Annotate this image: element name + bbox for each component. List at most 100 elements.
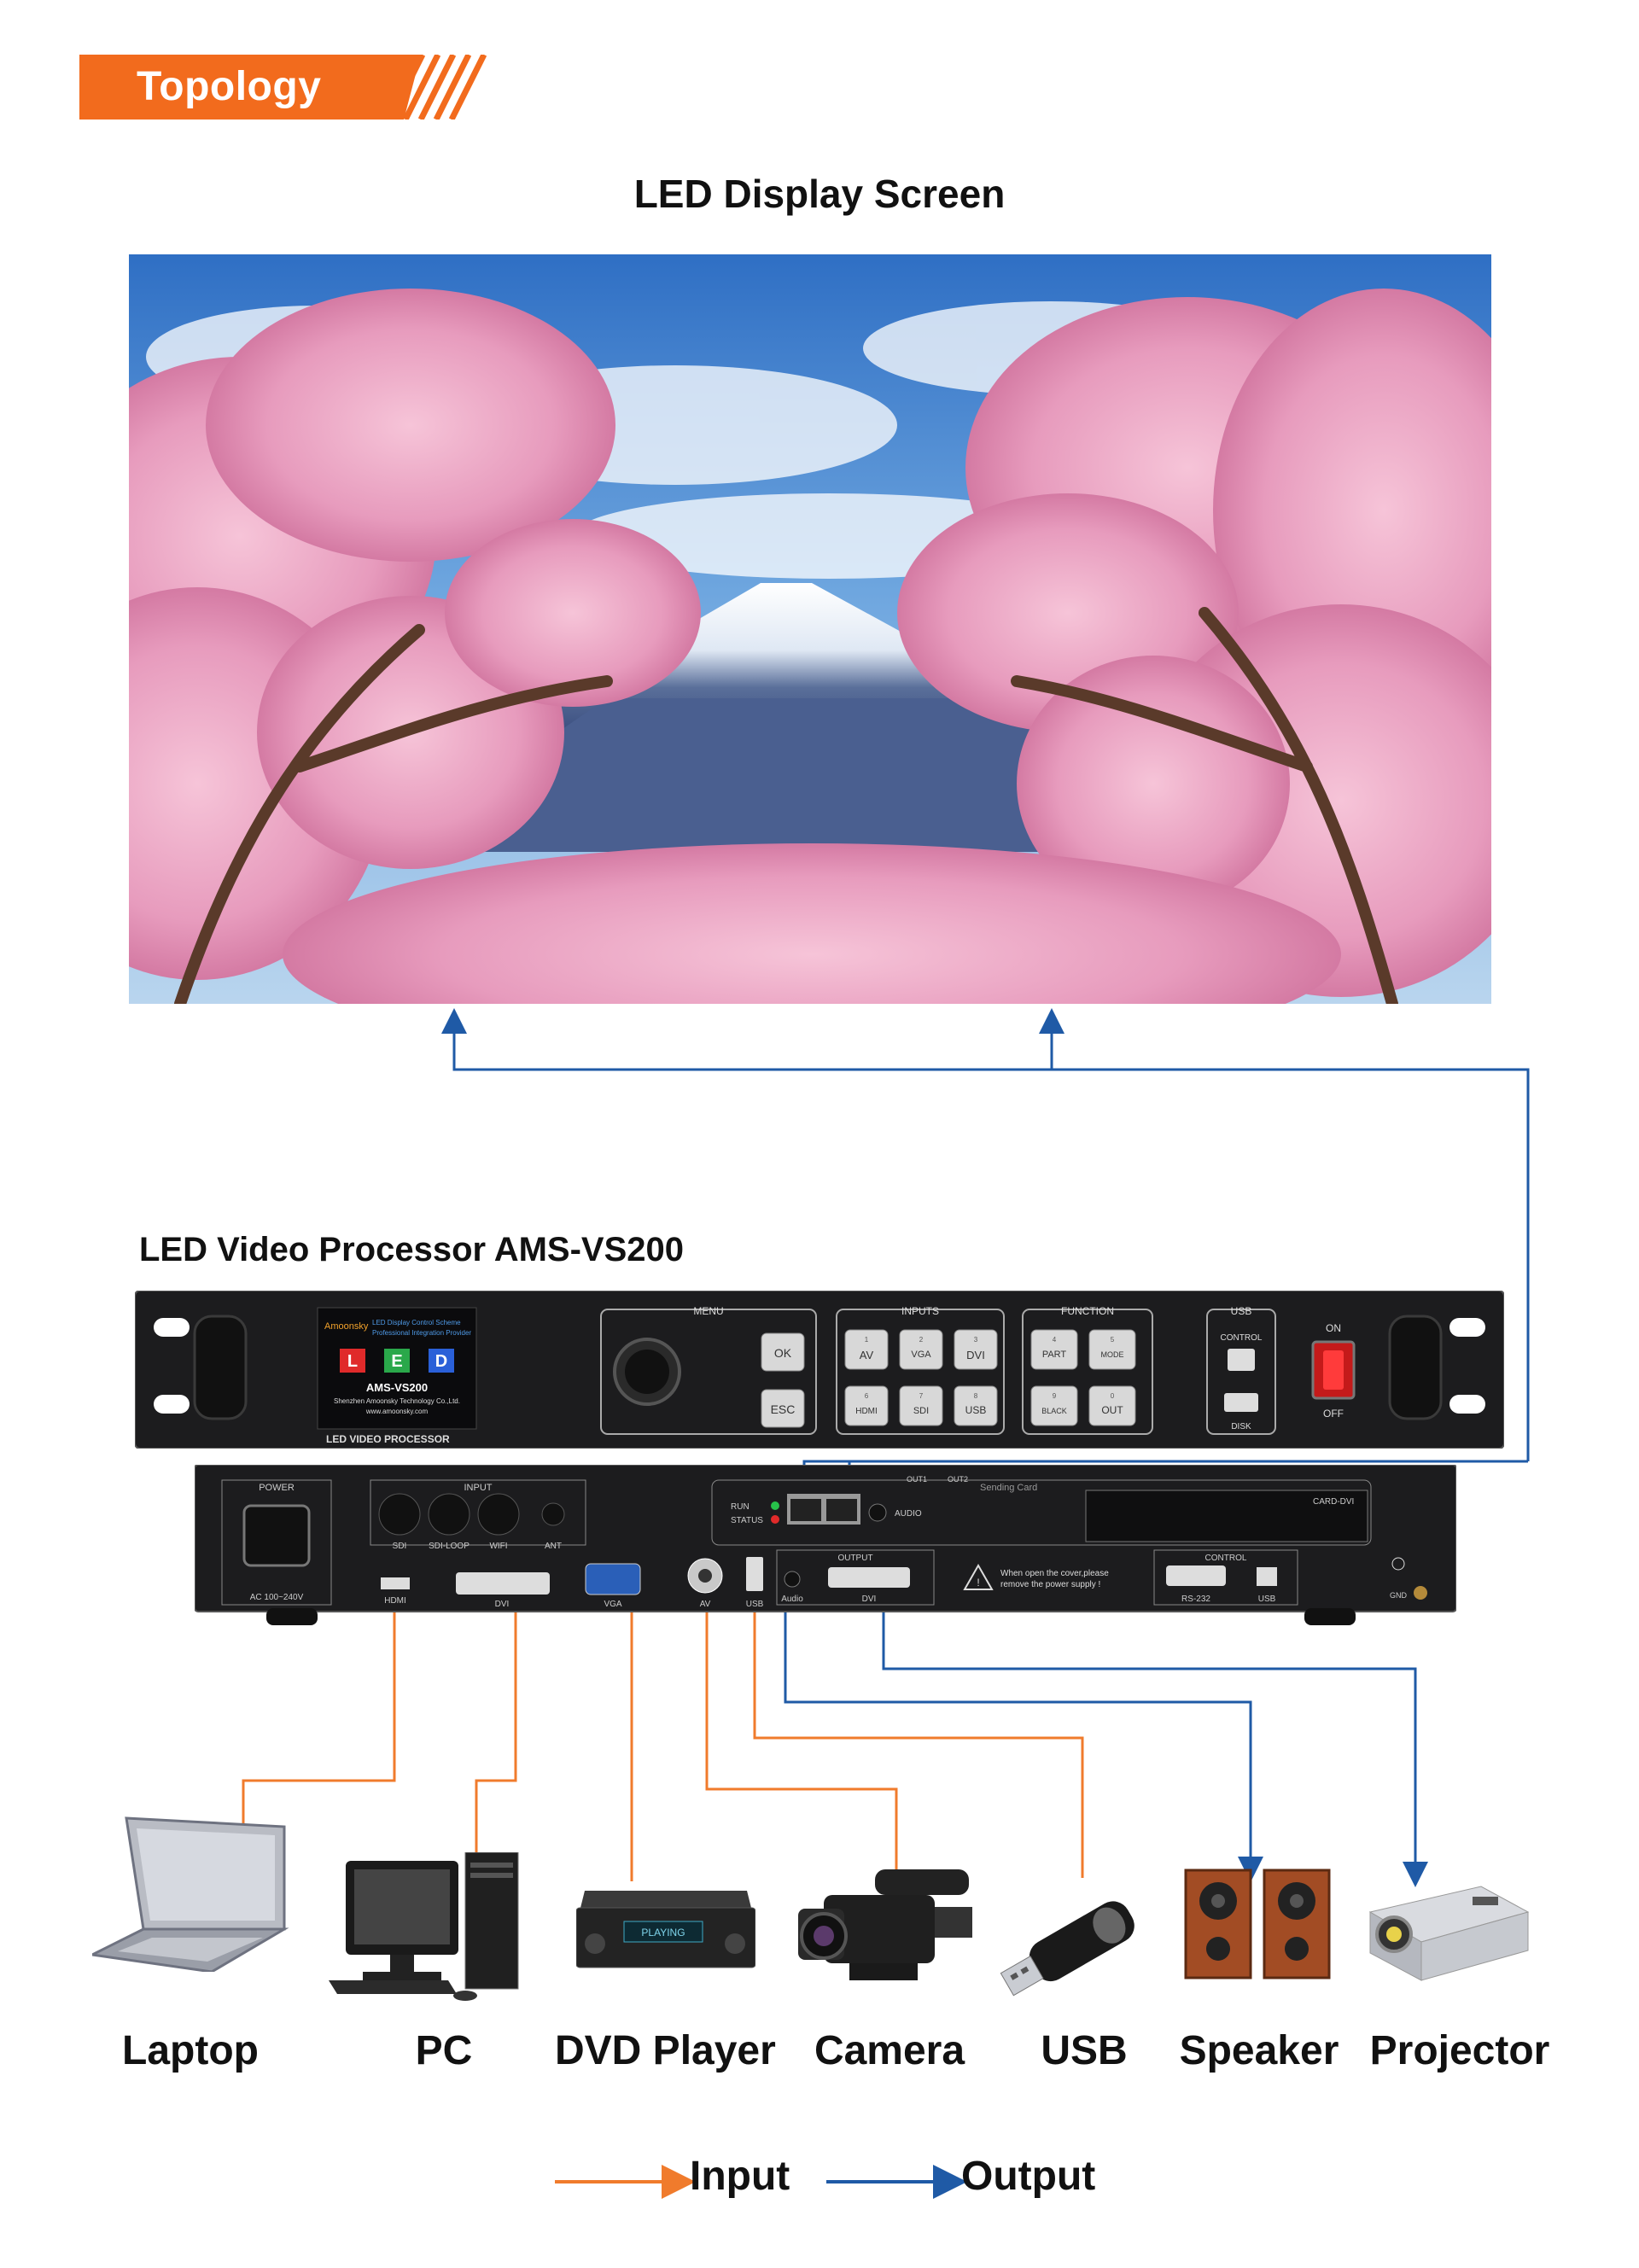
svg-text:MENU: MENU xyxy=(693,1305,723,1317)
svg-text:AV: AV xyxy=(860,1349,874,1361)
svg-text:AMS-VS200: AMS-VS200 xyxy=(366,1381,428,1394)
legend-output-label: Output xyxy=(961,2154,1096,2199)
svg-text:RUN: RUN xyxy=(731,1502,750,1512)
svg-text:VGA: VGA xyxy=(911,1350,931,1360)
svg-text:Professional Integration Provi: Professional Integration Provider xyxy=(372,1329,471,1337)
svg-text:SDI: SDI xyxy=(913,1406,929,1416)
svg-text:D: D xyxy=(435,1352,447,1371)
svg-text:3: 3 xyxy=(974,1336,978,1344)
topology-banner xyxy=(79,55,487,120)
svg-text:DISK: DISK xyxy=(1231,1422,1251,1431)
svg-text:When open the cover,please: When open the cover,please xyxy=(1000,1569,1109,1578)
svg-text:CARD-DVI: CARD-DVI xyxy=(1313,1497,1354,1507)
speaker-output-line xyxy=(784,1595,1263,1882)
svg-text:www.amoonsky.com: www.amoonsky.com xyxy=(365,1408,429,1415)
svg-text:STATUS: STATUS xyxy=(731,1516,763,1525)
svg-text:HDMI: HDMI xyxy=(384,1596,406,1606)
svg-text:4: 4 xyxy=(1053,1336,1057,1344)
svg-text:9: 9 xyxy=(1053,1392,1057,1400)
svg-text:WIFI: WIFI xyxy=(489,1542,507,1551)
svg-text:5: 5 xyxy=(1111,1336,1115,1344)
laptop-icon xyxy=(92,1816,289,1972)
device-label-camera: Camera xyxy=(814,2028,965,2073)
svg-text:PLAYING: PLAYING xyxy=(641,1927,685,1939)
svg-text:ON: ON xyxy=(1326,1322,1341,1334)
svg-text:OUTPUT: OUTPUT xyxy=(837,1554,872,1563)
svg-text:OK: OK xyxy=(774,1346,792,1360)
svg-text:INPUT: INPUT xyxy=(464,1483,493,1493)
svg-text:ESC: ESC xyxy=(771,1402,796,1416)
svg-text:CONTROL: CONTROL xyxy=(1205,1554,1247,1563)
svg-text:PART: PART xyxy=(1042,1350,1067,1360)
svg-text:OUT2: OUT2 xyxy=(948,1475,968,1484)
svg-text:8: 8 xyxy=(974,1392,978,1400)
svg-text:E: E xyxy=(391,1352,402,1371)
led-display-screen xyxy=(129,254,1491,1004)
dvd-player-icon: PLAYING xyxy=(576,1891,755,1968)
svg-text:remove the power supply !: remove the power supply ! xyxy=(1000,1580,1100,1589)
svg-text:USB: USB xyxy=(1231,1305,1252,1317)
svg-text:2: 2 xyxy=(919,1336,924,1344)
pc-input-line xyxy=(475,1595,517,1852)
projector-output-line xyxy=(882,1595,1428,1887)
svg-text:7: 7 xyxy=(919,1392,924,1400)
device-label-dvd-player: DVD Player xyxy=(555,2028,776,2073)
svg-text:Sending Card: Sending Card xyxy=(980,1483,1037,1493)
svg-text:!: ! xyxy=(977,1577,979,1589)
pc-icon xyxy=(329,1852,519,2001)
svg-text:SDI-LOOP: SDI-LOOP xyxy=(429,1542,470,1551)
device-label-usb: USB xyxy=(1041,2028,1128,2073)
svg-text:FUNCTION: FUNCTION xyxy=(1061,1305,1114,1317)
svg-text:1: 1 xyxy=(865,1336,869,1344)
svg-text:GND: GND xyxy=(1390,1591,1408,1600)
svg-text:POWER: POWER xyxy=(259,1483,295,1493)
svg-text:OFF: OFF xyxy=(1323,1408,1344,1420)
device-label-speaker: Speaker xyxy=(1179,2028,1339,2073)
svg-text:Audio: Audio xyxy=(781,1595,803,1604)
laptop-input-line xyxy=(242,1595,396,1823)
processor-title: LED Video Processor AMS-VS200 xyxy=(139,1231,685,1268)
svg-text:Shenzhen Amoonsky Technology C: Shenzhen Amoonsky Technology Co.,Ltd. xyxy=(334,1397,460,1405)
svg-text:DVI: DVI xyxy=(495,1600,510,1609)
svg-text:ANT: ANT xyxy=(545,1542,562,1551)
legend-input-label: Input xyxy=(690,2154,790,2199)
svg-text:USB: USB xyxy=(1258,1595,1276,1604)
projector-icon xyxy=(1368,1886,1530,1981)
ok-button xyxy=(761,1332,805,1372)
svg-text:OUT1: OUT1 xyxy=(907,1475,927,1484)
device-label-pc: PC xyxy=(415,2028,473,2073)
product-name: LED VIDEO PROCESSOR xyxy=(326,1433,450,1445)
device-label-projector: Projector xyxy=(1369,2028,1550,2073)
svg-text:MODE: MODE xyxy=(1101,1350,1124,1359)
usb-drive-icon xyxy=(1000,1901,1134,1997)
svg-text:RS-232: RS-232 xyxy=(1181,1595,1210,1604)
svg-text:HDMI: HDMI xyxy=(855,1407,878,1416)
svg-text:AC 100~240V: AC 100~240V xyxy=(250,1593,304,1602)
svg-text:0: 0 xyxy=(1111,1392,1115,1400)
svg-text:L: L xyxy=(347,1352,358,1371)
speaker-icon xyxy=(1184,1869,1331,1979)
camera-icon xyxy=(798,1869,972,1980)
svg-text:LED Display Control Scheme: LED Display Control Scheme xyxy=(372,1319,461,1326)
svg-text:USB: USB xyxy=(746,1600,764,1609)
device-label-laptop: Laptop xyxy=(122,2028,259,2073)
screen-output-line-1 xyxy=(441,1008,1530,1461)
svg-text:BLACK: BLACK xyxy=(1041,1407,1067,1415)
svg-text:INPUTS: INPUTS xyxy=(901,1305,939,1317)
svg-text:DVI: DVI xyxy=(862,1595,877,1604)
svg-text:VGA: VGA xyxy=(604,1600,621,1609)
logo-brand: Amoonsky xyxy=(324,1321,369,1332)
led-screen-title: LED Display Screen xyxy=(633,172,1006,216)
camera-input-line xyxy=(705,1595,898,1878)
processor-front-panel: Amoonsky LED Display Control Scheme Prof… xyxy=(135,1291,1504,1449)
svg-text:AUDIO: AUDIO xyxy=(895,1509,922,1519)
svg-text:AV: AV xyxy=(700,1600,711,1609)
svg-text:CONTROL: CONTROL xyxy=(1221,1333,1263,1343)
svg-text:USB: USB xyxy=(965,1404,987,1416)
svg-text:DVI: DVI xyxy=(966,1349,985,1361)
svg-text:6: 6 xyxy=(865,1392,869,1400)
esc-button xyxy=(761,1389,805,1428)
banner-title: Topology xyxy=(137,64,322,109)
usb-input-line xyxy=(753,1595,1084,1878)
